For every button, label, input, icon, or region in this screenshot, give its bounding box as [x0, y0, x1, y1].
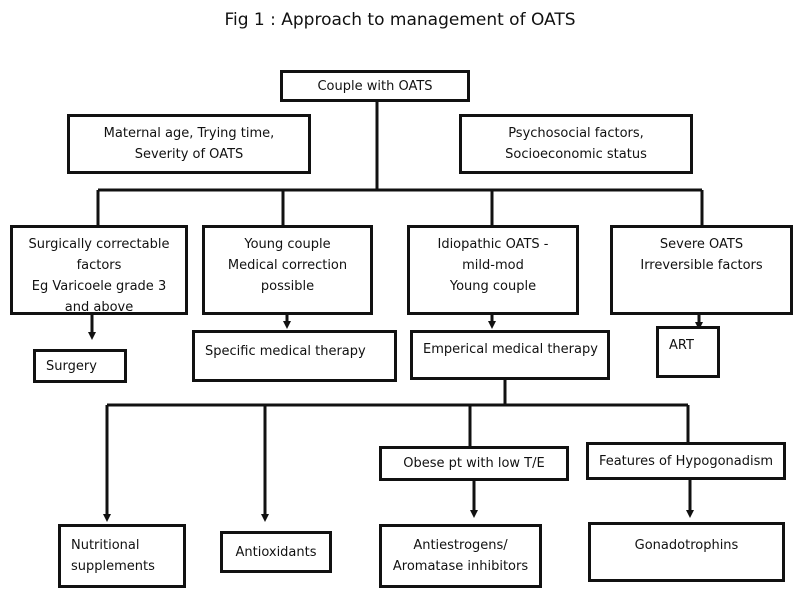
node-hypogonadism: Features of Hypogonadism — [586, 442, 786, 480]
node-emperical-medical: Emperical medical therapy — [410, 330, 610, 380]
node-surgery: Surgery — [33, 349, 127, 383]
node-specific-medical: Specific medical therapy — [192, 330, 397, 382]
figure-title: Fig 1 : Approach to management of OATS — [224, 10, 576, 30]
node-maternal-age: Maternal age, Trying time, Severity of O… — [67, 114, 311, 174]
node-nutritional: Nutritional supplements — [58, 524, 186, 588]
node-antiestrogens: Antiestrogens/ Aromatase inhibitors — [379, 524, 542, 588]
node-gonadotrophins: Gonadotrophins — [588, 522, 785, 582]
node-idiopathic: Idiopathic OATS - mild-mod Young couple — [407, 225, 579, 315]
node-art: ART — [656, 326, 720, 378]
node-severe: Severe OATS Irreversible factors — [610, 225, 793, 315]
node-obese: Obese pt with low T/E — [379, 446, 569, 481]
node-couple-with-oats: Couple with OATS — [280, 70, 470, 102]
node-psychosocial: Psychosocial factors, Socioeconomic stat… — [459, 114, 693, 174]
node-young-couple: Young couple Medical correction possible — [202, 225, 373, 315]
node-surgically-correctable: Surgically correctable factors Eg Varico… — [10, 225, 188, 315]
node-antioxidants: Antioxidants — [220, 531, 332, 573]
